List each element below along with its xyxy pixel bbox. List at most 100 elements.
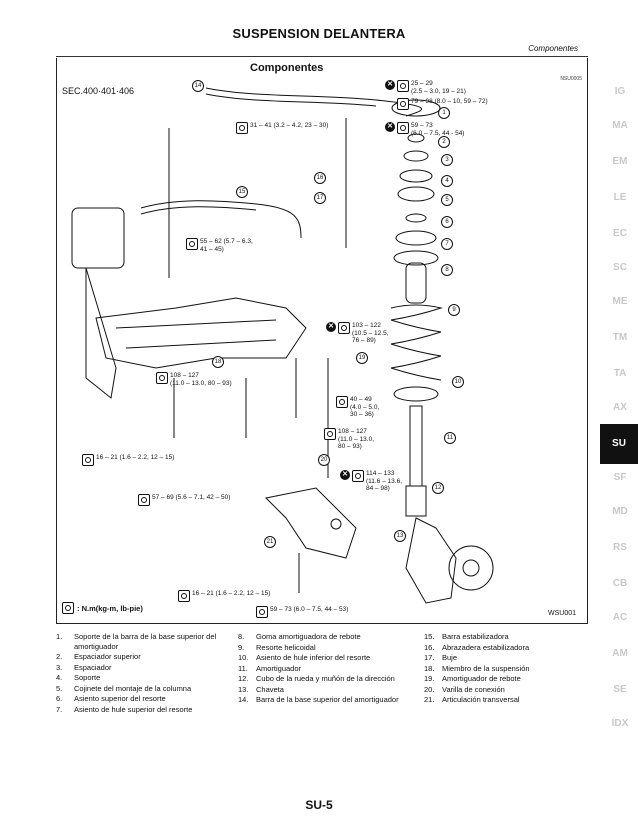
torque-5: 55 – 62 (5.7 – 6.3,41 – 45) <box>186 238 253 253</box>
legend-item: 10.Asiento de hule inferior del resorte <box>238 653 371 662</box>
tab-ig[interactable]: IG <box>614 86 626 97</box>
wrench-icon <box>397 122 409 134</box>
legend-item: 11.Amortiguador <box>238 663 302 673</box>
wrench-icon <box>138 494 150 506</box>
tab-ec[interactable]: EC <box>613 228 627 239</box>
callout-18: 18 <box>212 356 224 368</box>
tab-ma[interactable]: MA <box>612 120 628 131</box>
tab-ac[interactable]: AC <box>612 612 628 623</box>
legend-column-2: 8.Goma amortiguadora de rebote 9.Resorte… <box>238 632 424 714</box>
wrench-icon <box>178 590 190 602</box>
legend-item: 4.Soporte <box>56 673 101 682</box>
replace-icon: ✕ <box>385 122 395 132</box>
tab-am[interactable]: AM <box>612 648 628 659</box>
hub-knuckle-art <box>405 517 457 604</box>
torque-4: 31 – 41 (3.2 – 4.2, 23 – 30) <box>236 122 328 134</box>
tab-me[interactable]: ME <box>612 296 628 307</box>
wrench-icon <box>352 470 364 482</box>
callout-4: 4 <box>441 175 453 187</box>
torque-7: 108 – 127(11.0 – 13.0, 80 – 93) <box>156 372 232 387</box>
torque-14: 59 – 73 (6.0 – 7.5, 44 – 53) <box>256 606 348 618</box>
tab-cb[interactable]: CB <box>612 578 628 589</box>
callout-8: 8 <box>441 264 453 276</box>
page-title: SUSPENSION DELANTERA <box>232 26 406 41</box>
shock-absorber-art <box>409 405 423 487</box>
page-number: SU-5 <box>305 798 333 812</box>
callout-15: 15 <box>236 186 248 198</box>
callout-13: 13 <box>394 530 406 542</box>
header-rule <box>56 56 588 57</box>
callout-9: 9 <box>448 304 460 316</box>
wrench-icon <box>397 80 409 92</box>
figure-code: WSU001 <box>547 610 576 617</box>
tab-le[interactable]: LE <box>613 192 627 203</box>
legend-item: 6.Asiento superior del resorte <box>56 694 166 703</box>
tab-sf[interactable]: SF <box>613 472 627 483</box>
torque-13: 16 – 21 (1.6 – 2.2, 12 – 15) <box>178 590 270 602</box>
coil-spring-art <box>390 304 443 381</box>
wrench-icon <box>62 602 74 614</box>
units-legend: : N.m(kg-m, lb-pie) <box>62 602 143 614</box>
legend-item: 14.Barra de la base superior del amortig… <box>238 695 399 704</box>
legend-item: 19.Amortiguador de rebote <box>424 674 521 683</box>
tab-md[interactable]: MD <box>612 506 628 517</box>
legend-item: 5.Cojinete del montaje de la columna <box>56 683 192 693</box>
legend-item: 18.Miembro de la suspensión <box>424 663 530 673</box>
callout-21: 21 <box>264 536 276 548</box>
callout-10: 10 <box>452 376 464 388</box>
strut-bar-art <box>205 87 422 117</box>
callout-5: 5 <box>441 194 453 206</box>
tab-se[interactable]: SE <box>613 684 627 695</box>
wrench-icon <box>256 606 268 618</box>
replace-icon: ✕ <box>340 470 350 480</box>
wrench-icon <box>82 454 94 466</box>
torque-3: ✕ 59 – 73(6.0 – 7.5, 44 - 54) <box>385 122 464 137</box>
callout-14: 14 <box>192 80 204 92</box>
tab-tm[interactable]: TM <box>612 332 628 343</box>
tab-ax[interactable]: AX <box>613 402 627 413</box>
legend-item: 7.Asiento de hule superior del resorte <box>56 704 193 714</box>
legend-column-3: 15.Barra estabilizadora 16.Abrazadera es… <box>424 632 596 714</box>
brake-disc-art <box>71 207 125 269</box>
torque-8: 40 – 49(4.0 – 5.0,30 – 36) <box>336 396 379 419</box>
tab-idx[interactable]: IDX <box>611 718 629 729</box>
callout-17: 17 <box>314 192 326 204</box>
legend-item: 13.Chaveta <box>238 684 284 694</box>
legend-item: 12.Cubo de la rueda y muñón de la direcc… <box>238 674 395 683</box>
callout-3: 3 <box>441 154 453 166</box>
callout-6: 6 <box>441 216 453 228</box>
diagram-ref-code: NSU0005 <box>560 76 582 82</box>
torque-10: 16 – 21 (1.6 – 2.2, 12 – 15) <box>82 454 174 466</box>
legend-item: 9.Resorte helicoidal <box>238 642 316 652</box>
torque-11: ✕ 114 – 133(11.6 – 13.6,84 – 98) <box>340 470 402 493</box>
legend-item: 8.Goma amortiguadora de rebote <box>238 632 361 641</box>
torque-2: 79 – 98 (8.0 – 10, 59 – 72) <box>397 98 488 110</box>
callout-12: 12 <box>432 482 444 494</box>
replace-icon: ✕ <box>326 322 336 332</box>
wrench-icon <box>338 322 350 334</box>
torque-12: 57 – 69 (5.6 – 7.1, 42 – 50) <box>138 494 230 506</box>
wrench-icon <box>336 396 348 408</box>
legend-item: 2.Espaciador superior <box>56 652 141 661</box>
legend-item: 17.Buje <box>424 653 458 662</box>
wrench-icon <box>236 122 248 134</box>
tab-em[interactable]: EM <box>612 156 628 167</box>
tab-rs[interactable]: RS <box>613 542 627 553</box>
sec-label: SEC.400·401·406 <box>62 86 135 96</box>
tab-ta[interactable]: TA <box>613 368 627 379</box>
diagram-frame <box>56 58 588 624</box>
legend-item: 21.Articulación transversal <box>424 695 520 704</box>
callout-20: 20 <box>318 454 330 466</box>
tab-sc[interactable]: SC <box>613 262 627 273</box>
transverse-link-art <box>264 487 357 559</box>
legend-item: 3.Espaciador <box>56 662 112 672</box>
replace-icon: ✕ <box>385 80 395 90</box>
callout-16: 16 <box>314 172 326 184</box>
tab-su-active[interactable]: SU <box>600 424 638 464</box>
suspension-member-art <box>95 297 307 369</box>
callout-2: 2 <box>438 136 450 148</box>
stabilizer-bar-art <box>140 200 302 239</box>
wrench-icon <box>397 98 409 110</box>
bump-rubber-art <box>405 262 427 304</box>
legend-item: 16.Abrazadera estabilizadora <box>424 642 530 652</box>
